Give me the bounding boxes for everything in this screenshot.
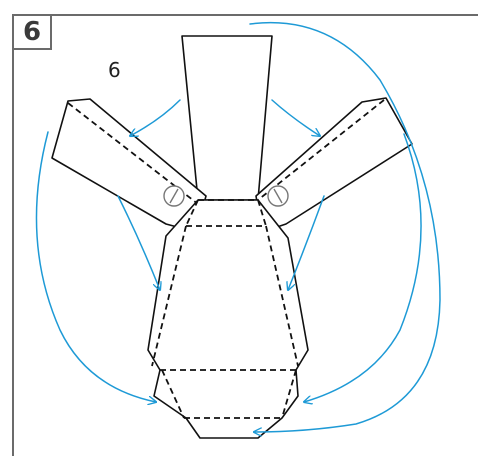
- step-label: 6: [108, 58, 121, 82]
- fold-arrow-left-arm-down: [117, 195, 160, 290]
- fold-arrow-neck-right: [271, 99, 320, 136]
- right-glue-mark-icon: [267, 185, 289, 207]
- neck-piece: [181, 35, 273, 201]
- fold-arrow-right-outer: [304, 133, 422, 402]
- left-arm-fold: [67, 102, 199, 205]
- left-arm-piece: [51, 98, 207, 233]
- fold-arrow-neck-left: [130, 99, 181, 136]
- fold-arrow-neck-top-wrap: [249, 21, 441, 432]
- body-piece: [147, 199, 309, 439]
- fold-arrow-right-arm-down: [288, 195, 325, 290]
- right-arm-piece: [255, 97, 413, 233]
- right-arm-fold: [257, 99, 385, 201]
- left-glue-mark-icon: [163, 185, 185, 207]
- fold-arrow-left-outer: [35, 131, 156, 402]
- step-number-badge: 6: [12, 14, 52, 50]
- body-fold-lines: [151, 199, 299, 419]
- panel-frame: [12, 14, 478, 456]
